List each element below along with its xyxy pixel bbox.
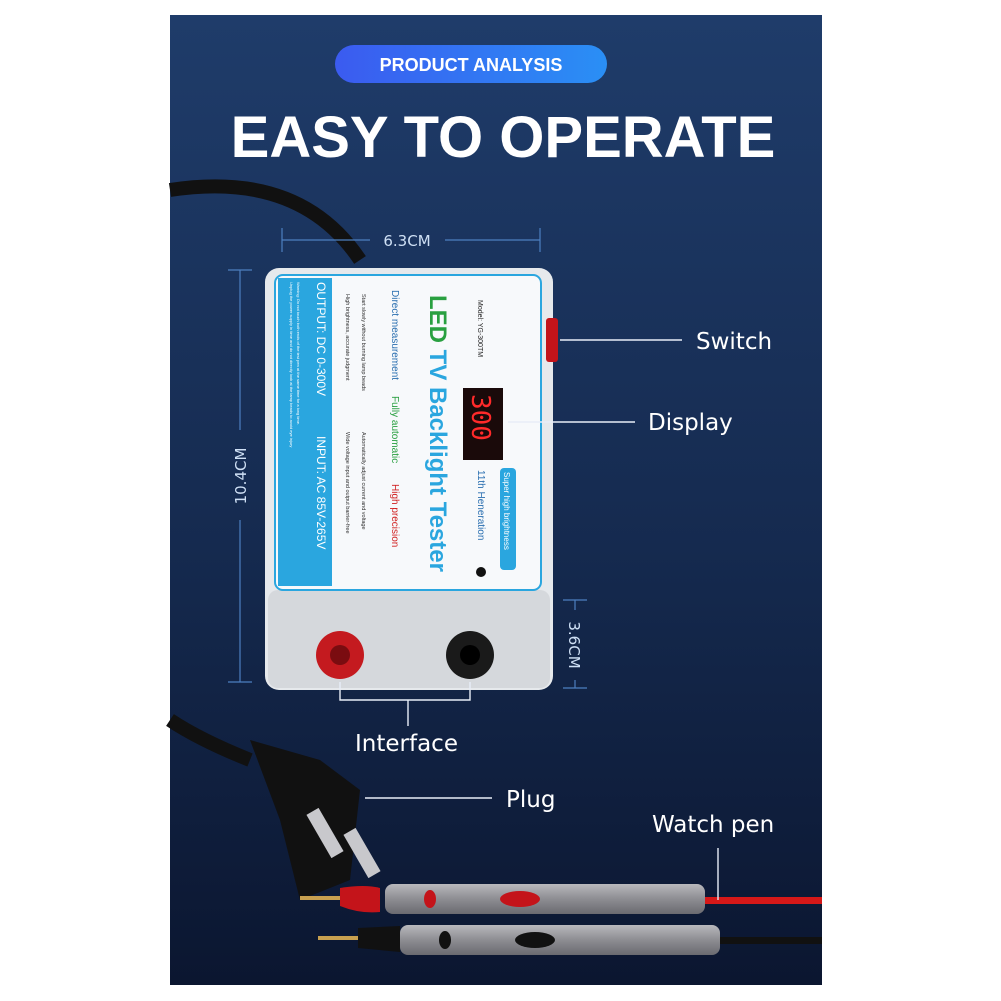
- dimension-width: 6.3CM: [383, 232, 430, 250]
- feature-precision: High precision: [389, 484, 400, 547]
- test-pens: [300, 884, 822, 955]
- width-dimension-line: [281, 228, 541, 252]
- height-dimension-line: [228, 269, 252, 683]
- device-title: LED TV Backlight Tester: [424, 295, 451, 572]
- backlight-tester-device: 300 Model: YG-300TM LED TV Backlight Tes…: [265, 268, 558, 690]
- bullet-text: Wide voltage input and output barrier-fr…: [344, 432, 350, 534]
- dimension-height: 10.4CM: [232, 448, 250, 505]
- input-spec: INPUT: AC 85V-265V: [314, 436, 328, 549]
- power-cable-lower: [166, 714, 253, 767]
- callout-display: Display: [648, 410, 733, 436]
- bullet-text: Automatically adjust current and voltage: [360, 432, 366, 530]
- feature-direct: Direct measurement: [389, 290, 400, 380]
- warning-text: Unplug the power supply in time and do n…: [289, 282, 294, 447]
- brightness-badge: Super high brightness: [502, 472, 511, 550]
- product-analysis-badge: [335, 45, 607, 83]
- callout-plug: Plug: [506, 787, 555, 813]
- dimension-depth: 3.6CM: [565, 621, 583, 668]
- digital-display: [463, 388, 503, 460]
- callout-interface: Interface: [355, 731, 458, 757]
- callout-switch: Switch: [696, 329, 772, 355]
- output-spec: OUTPUT: DC 0-300V: [314, 282, 328, 396]
- power-switch[interactable]: [546, 318, 558, 362]
- power-cable: [168, 179, 366, 264]
- generation-text: 11th Heneration: [475, 470, 486, 540]
- feature-automatic: Fully automatic: [389, 396, 400, 463]
- power-plug: [250, 740, 381, 900]
- badge-text: PRODUCT ANALYSIS: [380, 55, 563, 75]
- headline: EASY TO OPERATE: [231, 105, 776, 170]
- display-value: 300: [465, 394, 495, 441]
- spec-band: [278, 278, 332, 586]
- depth-dimension-line: [563, 599, 587, 689]
- bullet-text: High brightness, accurate judgment: [344, 294, 350, 381]
- callout-watch-pen: Watch pen: [652, 812, 774, 838]
- warning-text: Warning: Do not touch both ends of the t…: [296, 282, 301, 425]
- bullet-text: Start slowly without burning lamp beads: [360, 294, 366, 391]
- minus-terminal-icon: [476, 567, 486, 577]
- interface-leader: [339, 682, 471, 726]
- model-text: Model: YG-300TM: [476, 300, 483, 357]
